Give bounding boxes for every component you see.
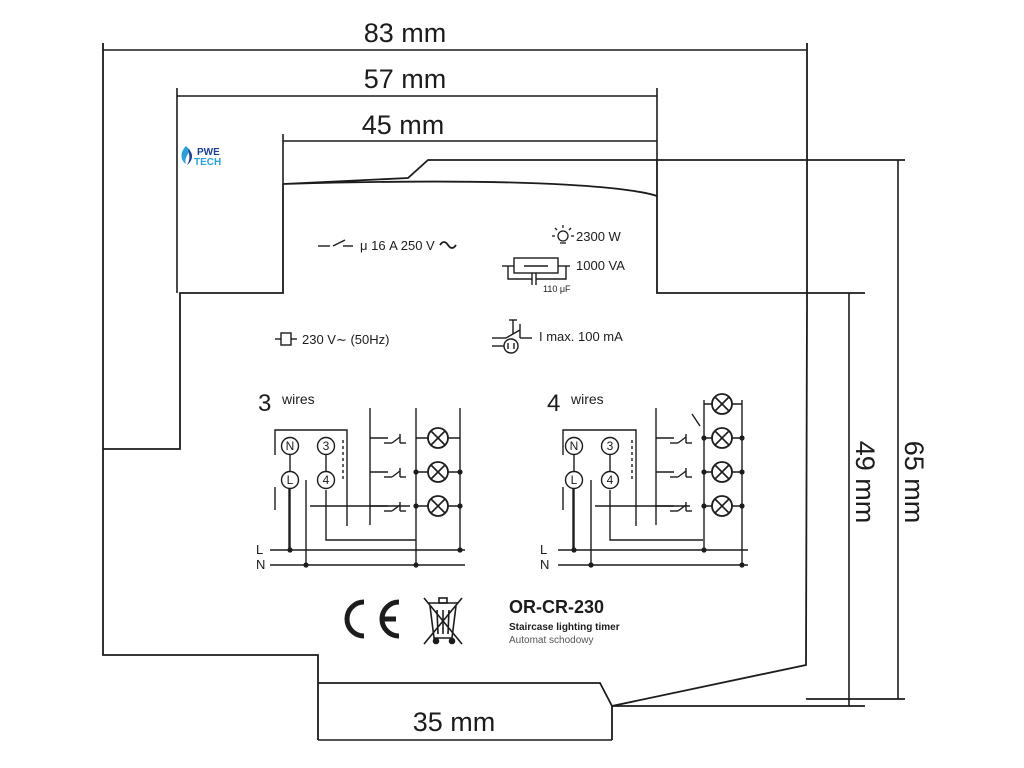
spec-supply: 230 V∼ (50Hz): [302, 332, 389, 347]
line-label-n: N: [256, 557, 265, 572]
terminal-n: N: [570, 439, 579, 453]
logo-text-tech: TECH: [194, 157, 221, 168]
dim-width-front: 45 mm: [362, 110, 445, 140]
push-button-icon: [492, 319, 532, 354]
ac-wave-icon: [439, 241, 457, 249]
four-wire-diagram: 4 wires: [540, 390, 748, 572]
logo-text-pwe: PWE: [197, 147, 220, 158]
spec-capacitance: 110 μF: [543, 284, 571, 294]
spec-led-power: 1000 VA: [576, 258, 625, 273]
terminal-4: 4: [607, 473, 614, 487]
line-label-l: L: [540, 542, 547, 557]
line-label-n: N: [540, 557, 549, 572]
dim-height-body: 49 mm: [850, 441, 880, 524]
four-wire-label: wires: [570, 391, 604, 407]
three-wire-number: 3: [258, 390, 271, 417]
terminal-l: L: [571, 473, 578, 487]
weee-bin-icon: [423, 597, 463, 645]
dim-height-total: 65 mm: [899, 441, 929, 524]
terminal-n: N: [286, 439, 295, 453]
dim-width-middle: 57 mm: [364, 64, 447, 94]
line-label-l: L: [256, 542, 263, 557]
product-name-pl: Automat schodowy: [509, 635, 594, 646]
terminal-4: 4: [323, 473, 330, 487]
spec-lamp-power: 2300 W: [576, 229, 622, 244]
terminal-3: 3: [323, 439, 330, 453]
bulb-icon: [552, 225, 574, 244]
pwe-tech-logo: PWE TECH: [181, 146, 221, 168]
spec-contact-rating: μ 16 A 250 V: [360, 238, 435, 253]
four-wire-number: 4: [547, 390, 560, 417]
three-wire-label: wires: [281, 391, 315, 407]
coil-icon: [275, 332, 297, 346]
three-wire-diagram: 3 wires: [256, 390, 465, 572]
dim-lines: [103, 49, 899, 741]
product-name-en: Staircase lighting timer: [509, 622, 620, 633]
ce-mark-icon: [344, 599, 400, 639]
dim-width-total: 83 mm: [364, 18, 447, 48]
product-model: OR-CR-230: [509, 597, 604, 617]
housing-outline: [102, 43, 905, 740]
terminal-l: L: [287, 473, 294, 487]
contact-switch-icon: [318, 239, 353, 247]
capacitor-load-icon: [502, 257, 570, 285]
terminal-3: 3: [607, 439, 614, 453]
spec-button-current: I max. 100 mA: [539, 329, 623, 344]
dim-width-base: 35 mm: [413, 707, 496, 737]
